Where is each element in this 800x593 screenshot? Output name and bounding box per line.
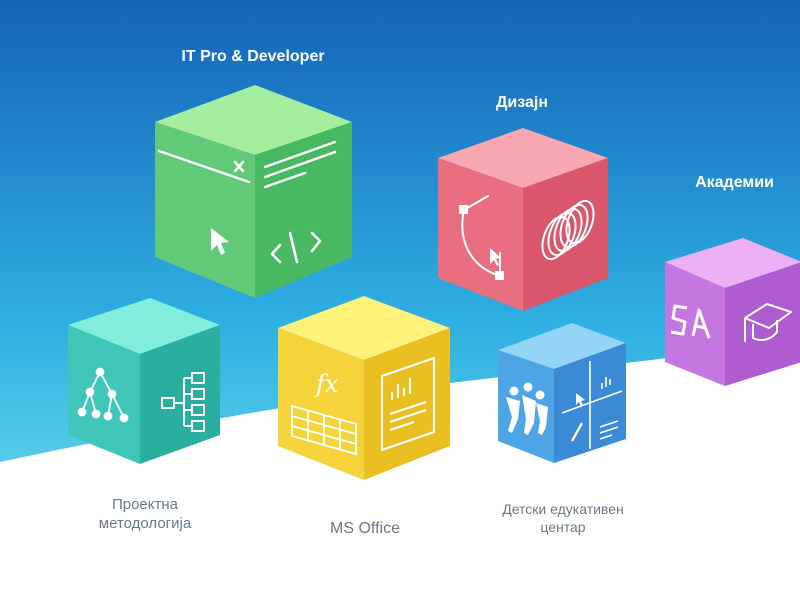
cube-top-face	[155, 85, 352, 155]
category-label-design[interactable]: Дизајн	[496, 94, 548, 111]
spiral-rings-icon	[541, 199, 595, 261]
tools-grid-icon	[561, 361, 623, 449]
cube-left-face	[278, 328, 364, 480]
category-label-pm[interactable]: Проектна методологија	[80, 496, 210, 534]
cube-left-face	[68, 325, 140, 464]
category-academies[interactable]	[665, 238, 800, 388]
category-label-kids-line2: центар	[540, 518, 586, 535]
category-label-academies[interactable]: Академии	[695, 174, 774, 191]
cube-top-face	[498, 323, 626, 369]
cube-right-face	[140, 325, 220, 464]
category-kids-education[interactable]	[498, 323, 630, 465]
category-label-office[interactable]: MS Office	[330, 520, 400, 537]
code-window-icon	[157, 140, 337, 189]
graduation-cap-icon	[744, 303, 792, 342]
tree-diagram-icon	[77, 367, 129, 423]
cube-right-face	[255, 122, 352, 298]
bezier-curve-icon	[459, 195, 504, 280]
category-label-pm-line1: Проектна	[111, 496, 179, 513]
fx-spreadsheet-icon: fx	[291, 370, 357, 456]
code-brackets-icon	[270, 231, 322, 264]
category-label-it[interactable]: IT Pro & Developer	[181, 48, 325, 65]
cube-right-face	[523, 158, 608, 311]
svg-text:fx: fx	[314, 370, 339, 398]
category-project-methodology[interactable]	[68, 298, 223, 466]
category-ms-office[interactable]: fx	[278, 296, 453, 481]
cursor-icon	[211, 228, 229, 255]
report-document-icon	[381, 356, 435, 452]
cube-left-face	[155, 122, 255, 298]
cube-top-face	[665, 238, 800, 288]
sa-logo-icon	[670, 304, 711, 339]
cube-top-face	[68, 298, 220, 354]
category-label-kids-line1: Детски едукативен	[502, 501, 624, 517]
category-design[interactable]	[438, 128, 610, 313]
cube-right-face	[364, 328, 450, 480]
kids-group-icon	[506, 382, 548, 435]
category-label-pm-line2: методологија	[98, 514, 192, 532]
category-it-pro-developer[interactable]	[155, 85, 355, 300]
flowchart-icon	[161, 372, 205, 432]
category-label-kids[interactable]: Детски едукативен центар	[478, 501, 648, 536]
